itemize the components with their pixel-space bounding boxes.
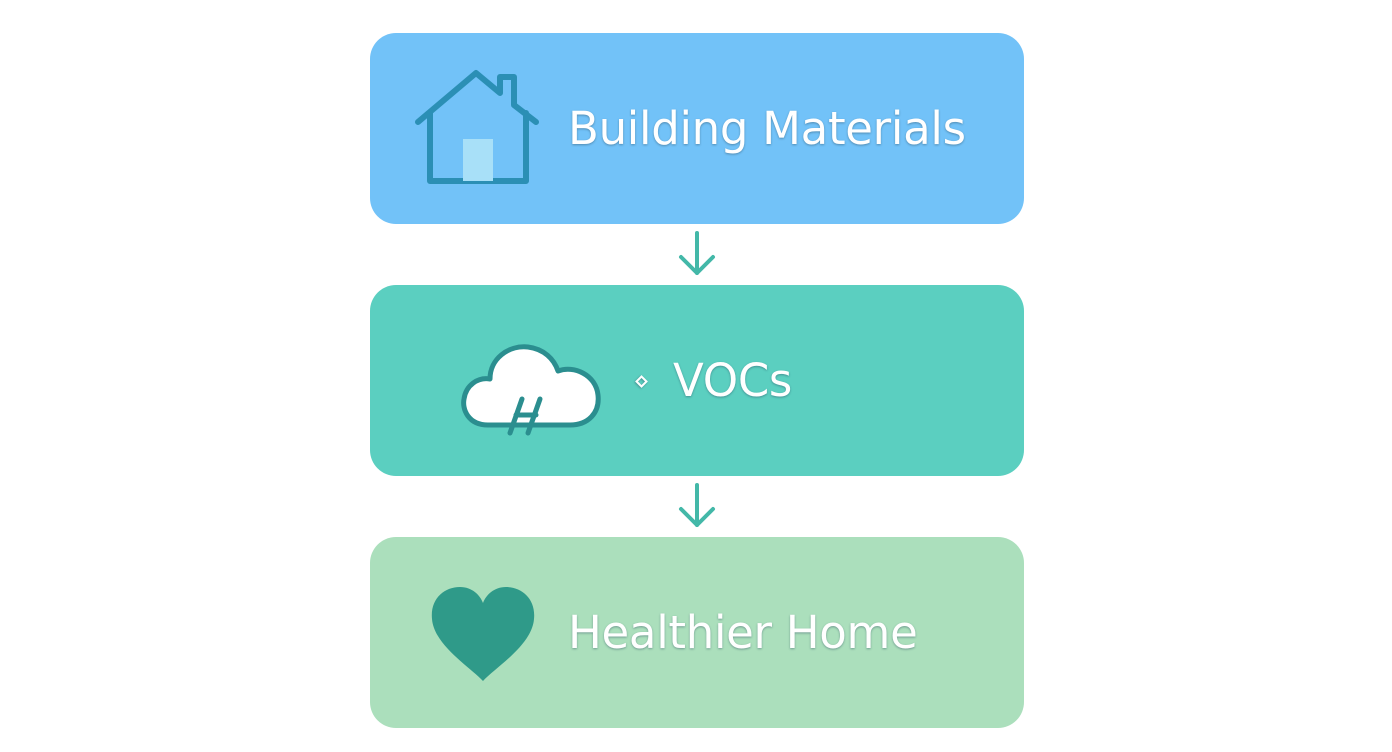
step-label: Healthier Home (568, 606, 918, 659)
cloud-icon (461, 344, 601, 436)
arrow-down-icon (679, 483, 715, 527)
diamond-bullet-icon (635, 375, 648, 388)
step-healthier-home: Healthier Home (370, 537, 1024, 728)
arrow-down-icon (679, 231, 715, 275)
step-vocs: VOCs (370, 285, 1024, 476)
step-building-materials: Building Materials (370, 33, 1024, 224)
heart-icon (431, 587, 535, 681)
house-icon (415, 70, 539, 184)
step-label: VOCs (673, 354, 793, 407)
step-label: Building Materials (568, 102, 966, 155)
